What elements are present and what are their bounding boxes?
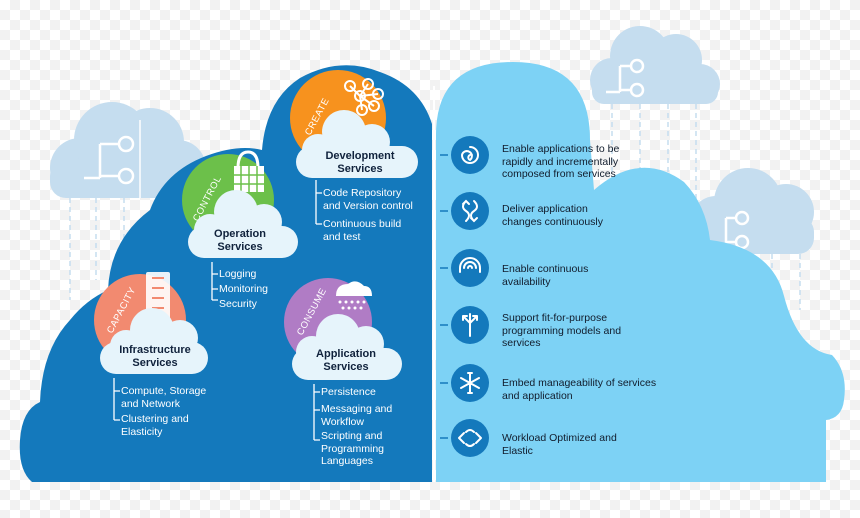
operation-connector [211, 262, 218, 301]
benefit-icon-circle [451, 249, 489, 287]
item-line: Continuous build [323, 218, 402, 230]
benefit-line: Support fit-for-purpose [502, 312, 608, 324]
background-cloud-top-right-icon [606, 58, 645, 98]
application-item: Scripting and Programming Languages [321, 430, 384, 468]
benefit-text: Deliver application changes continuously [502, 203, 603, 228]
benefit-text: Workload Optimized and Elastic [502, 432, 617, 457]
operation-title-cloud [188, 190, 298, 258]
benefit-line: programming models and [502, 324, 622, 337]
cloud-rain-icon [336, 281, 372, 310]
benefit-text: Enable continuous availability [502, 263, 588, 288]
benefit-line: availability [502, 275, 551, 288]
development-item: Code Repository and Version control [323, 187, 413, 212]
development-connector [315, 180, 322, 225]
application-title-cloud [292, 314, 402, 380]
operation-services-title: Operation Services [190, 228, 290, 253]
infrastructure-title-cloud [100, 308, 208, 374]
benefit-text: Embed manageability of services and appl… [502, 377, 656, 402]
item-line: Messaging and [321, 403, 393, 415]
operation-item: Security [219, 298, 257, 310]
benefit-text: Enable applications to be rapidly and in… [502, 143, 619, 181]
benefit-line: rapidly and incrementally [502, 155, 619, 168]
operation-title-line: Operation [214, 228, 266, 240]
branching-arrows-icon [462, 313, 478, 337]
item-line: Compute, Storage [121, 385, 207, 397]
item-line: Languages [321, 455, 373, 467]
benefit-line: Enable applications to be [502, 143, 620, 155]
item-line: and Network [121, 397, 180, 410]
item-line: Clustering and [121, 413, 189, 425]
background-cloud-top-right [590, 26, 720, 104]
benefit-line: composed from services [502, 168, 616, 180]
benefit-line: Elastic [502, 444, 533, 457]
background-cloud-left [50, 102, 206, 198]
application-services-title: Application Services [294, 348, 398, 373]
item-line: Workflow [321, 415, 364, 428]
item-line: Code Repository [323, 187, 402, 199]
application-title-line: Services [323, 360, 369, 373]
infrastructure-item: Compute, Storage and Network [121, 385, 206, 410]
snowflake-network-icon [460, 372, 480, 394]
network-nodes-icon [344, 78, 384, 116]
development-title-line: Services [337, 162, 383, 175]
spiral-icon [460, 146, 479, 164]
infrastructure-connector [113, 378, 120, 421]
infrastructure-item: Clustering and Elasticity [121, 413, 189, 438]
continuous-arrows-icon [462, 199, 478, 223]
application-title-line: Application [316, 348, 376, 360]
item-line: Scripting and [321, 430, 383, 442]
development-title-line: Development [325, 150, 395, 162]
development-services-title: Development Services [305, 150, 415, 175]
operation-item: Logging [219, 268, 257, 280]
concentric-rings-icon [459, 257, 481, 273]
application-connector [313, 384, 320, 441]
optimize-arrows-icon [458, 429, 482, 447]
benefit-line: Embed manageability of services [502, 377, 657, 389]
infrastructure-title-line: Services [132, 356, 178, 369]
right-cloud [436, 62, 845, 482]
benefit-icon-circle [451, 419, 489, 457]
benefit-line: services [502, 337, 541, 349]
benefit-line: changes continuously [502, 215, 603, 228]
infrastructure-title-line: Infrastructure [119, 344, 191, 356]
item-line: and Version control [323, 199, 413, 212]
background-cloud-left-icon [84, 120, 141, 198]
benefit-text: Support fit-for-purpose programming mode… [502, 312, 621, 350]
operation-item: Monitoring [219, 283, 269, 295]
development-item: Continuous build and test [323, 218, 401, 243]
application-item: Persistence [321, 386, 376, 398]
item-line: Programming [321, 442, 385, 455]
item-line: and test [323, 230, 361, 243]
benefit-line: Enable continuous [502, 263, 589, 275]
benefit-line: Workload Optimized and [502, 432, 617, 444]
benefit-line: Deliver application [502, 203, 588, 215]
item-line: Elasticity [121, 425, 163, 438]
benefit-line: and application [502, 389, 573, 402]
padlock-grid-icon [234, 150, 264, 192]
benefit-icon-circle [451, 192, 489, 230]
infrastructure-services-title: Infrastructure Services [100, 344, 210, 369]
development-title-cloud [296, 110, 418, 178]
operation-title-line: Services [217, 240, 263, 253]
application-item: Messaging and Workflow [321, 403, 392, 428]
